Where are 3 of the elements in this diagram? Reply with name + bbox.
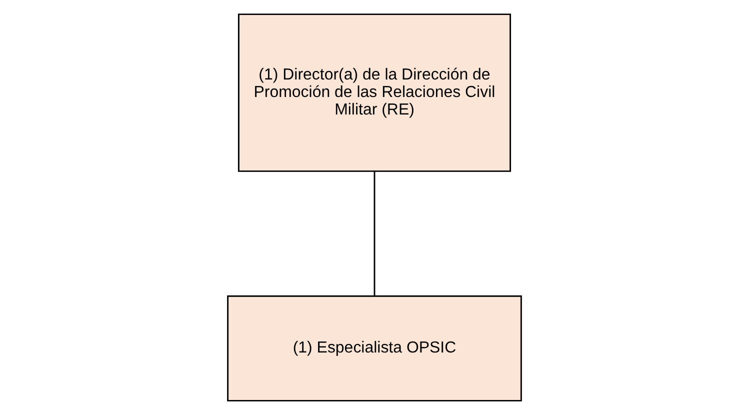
node-box: (1) Director(a) de la Dirección de Promoción de las Relaciones Civil Militar (RE) [237, 14, 511, 172]
connector [373, 172, 375, 296]
node-box: (1) Especialista OPSIC [226, 295, 522, 402]
